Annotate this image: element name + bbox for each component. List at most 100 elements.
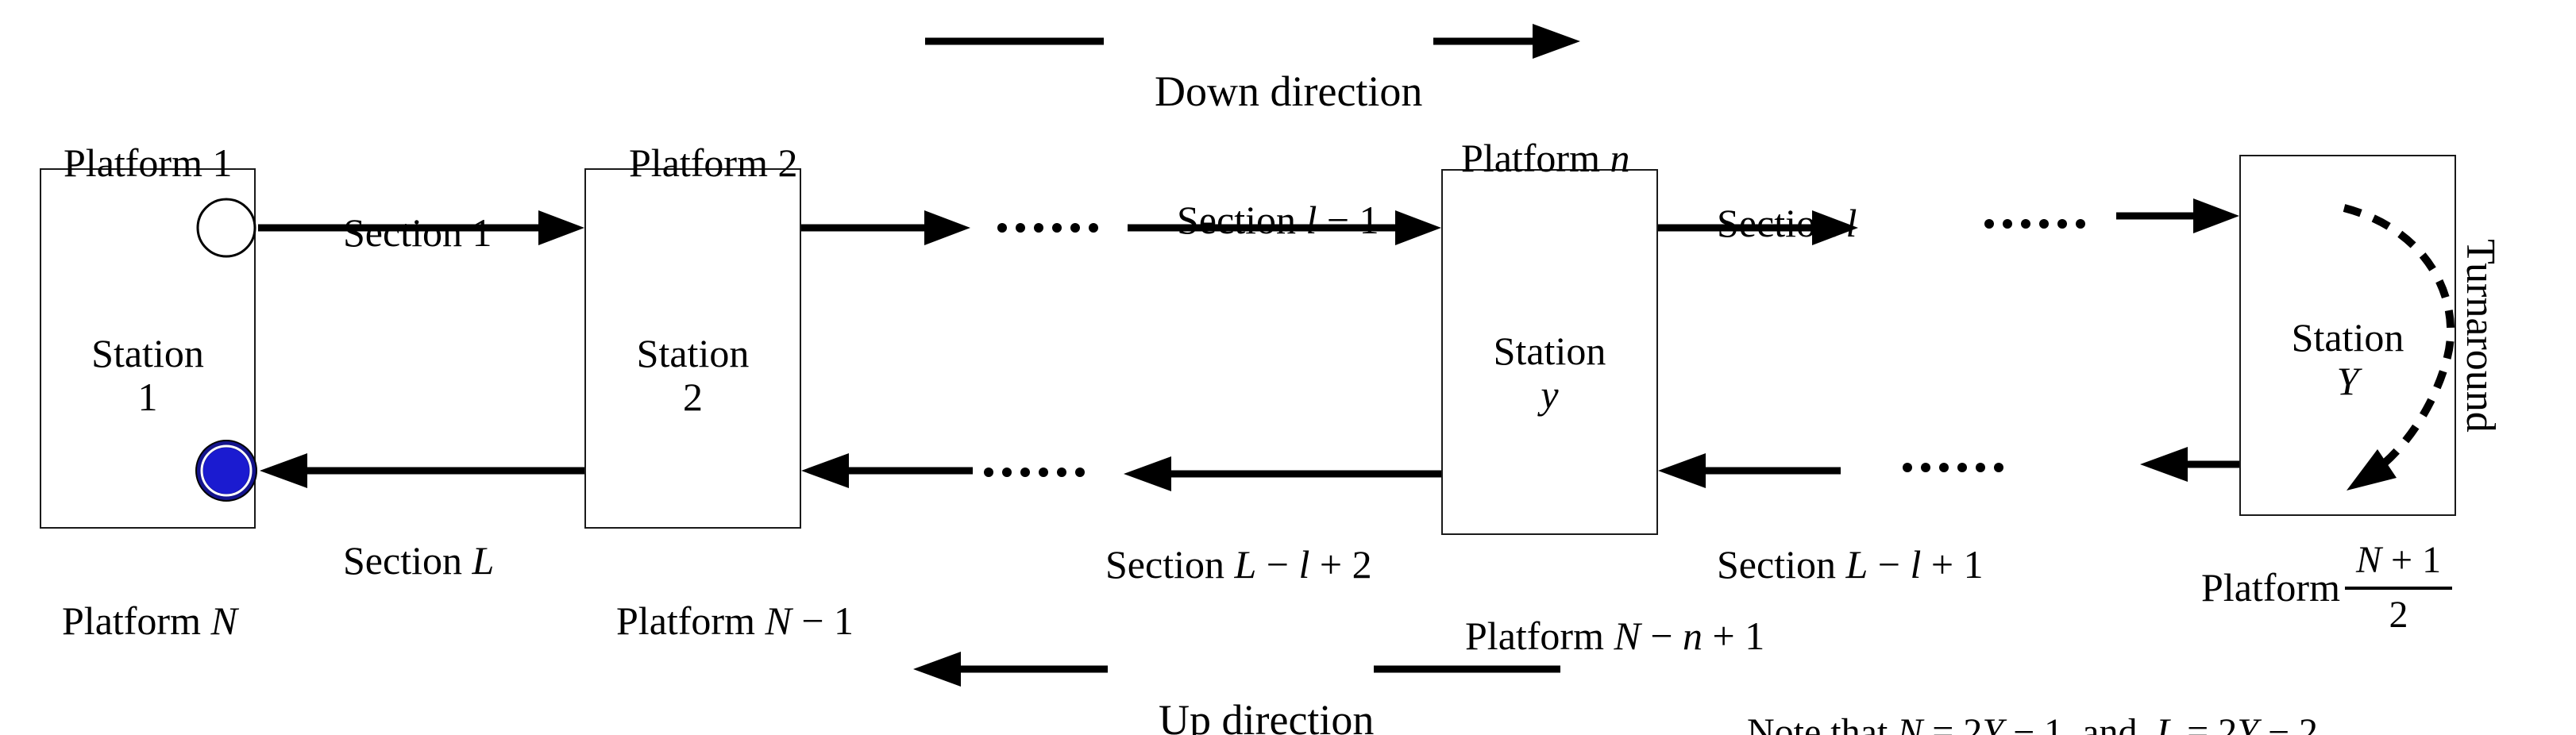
station-number: 1 bbox=[137, 375, 158, 419]
label-run: Section bbox=[1717, 200, 1846, 245]
label-run: − bbox=[1256, 541, 1299, 587]
label-run: Platform bbox=[616, 598, 765, 643]
station-word: Station bbox=[1493, 329, 1606, 373]
label-run: Platform 1 bbox=[64, 140, 233, 185]
label-var: N bbox=[765, 598, 792, 643]
label-var: N bbox=[2355, 539, 2381, 581]
note-text: Note that N = 2Y − 1 and L = 2Y − 2 bbox=[1709, 667, 2318, 735]
label-run: = 2 bbox=[1922, 711, 1983, 735]
station-number: y bbox=[1541, 372, 1559, 417]
label-run: − 1 bbox=[791, 598, 854, 643]
up-direction-label: Up direction bbox=[1116, 646, 1374, 735]
station-number: Y bbox=[2336, 359, 2359, 403]
station-number: 2 bbox=[683, 375, 703, 419]
label-var: l bbox=[1845, 200, 1857, 245]
label-var: L bbox=[1234, 541, 1257, 587]
station-word: Station bbox=[636, 331, 750, 375]
label-run: Platform bbox=[2201, 565, 2340, 610]
label-var: Y bbox=[1982, 711, 2004, 735]
down-arrow-section-l bbox=[1658, 210, 1858, 245]
label-run: Platform bbox=[1465, 613, 1614, 658]
up-arrow-section-L-l-1 bbox=[1658, 453, 1841, 488]
platform-label-top-1: Platform 1 bbox=[24, 100, 232, 225]
ellipsis-dots-up-left bbox=[984, 468, 1085, 477]
down-arrow-section-1 bbox=[258, 210, 584, 245]
station-box-y bbox=[1441, 169, 1658, 535]
section-label-up-L-l-1: Section L − l + 1 bbox=[1677, 502, 1984, 627]
down-arrow-section-l-minus-1 bbox=[1128, 210, 1441, 245]
label-var: n bbox=[1683, 613, 1703, 658]
turnaround-label: Turnaround bbox=[2410, 198, 2551, 460]
label-var: l bbox=[1910, 541, 1922, 587]
label-var: L bbox=[2156, 711, 2178, 735]
section-label-up-L: Section L bbox=[303, 498, 494, 623]
turnaround-text: Turnaround bbox=[2458, 239, 2503, 433]
down-arrow-after-station-2 bbox=[801, 210, 970, 245]
up-arrow-into-station-2 bbox=[801, 453, 973, 488]
down-direction-label: Down direction bbox=[1112, 17, 1422, 165]
label-run: Platform 2 bbox=[629, 140, 798, 185]
platform-label-top-2: Platform 2 bbox=[589, 100, 797, 225]
ellipsis-dots-down-left bbox=[997, 223, 1098, 233]
label-run: Platform bbox=[62, 598, 211, 643]
label-var: n bbox=[1610, 135, 1630, 180]
label-run: − bbox=[1868, 541, 1911, 587]
label-run: Section bbox=[343, 537, 472, 583]
label-run: + 2 bbox=[1309, 541, 1372, 587]
label-run: − 2 bbox=[2258, 711, 2319, 735]
label-var: l bbox=[1298, 541, 1310, 587]
label-var: L bbox=[1845, 541, 1868, 587]
platform-label-bottom-N-n-1: Platform N − n + 1 bbox=[1425, 573, 1764, 698]
down-direction-banner-arrow-icon bbox=[925, 24, 1580, 59]
ellipsis-dots-up-right bbox=[1903, 463, 2003, 472]
station-box-2 bbox=[584, 168, 801, 529]
up-direction-banner-arrow-icon bbox=[913, 652, 1560, 687]
section-label-up-L-l-2: Section L − l + 2 bbox=[1066, 502, 1372, 627]
label-var: N bbox=[1614, 613, 1641, 658]
label-run: − 1 and bbox=[2003, 711, 2157, 735]
label-run: Section bbox=[1177, 197, 1306, 242]
station-name-Y: Station Y bbox=[2239, 316, 2456, 403]
label-run: Section 1 bbox=[343, 210, 492, 255]
fraction-denominator: 2 bbox=[2389, 594, 2408, 636]
fraction-numerator: N + 1 bbox=[2344, 538, 2453, 590]
up-arrow-section-L-l-2 bbox=[1124, 456, 1441, 491]
label-run: − bbox=[1640, 613, 1683, 658]
section-label-down-l: Section l bbox=[1677, 160, 1857, 286]
white-train-marker bbox=[196, 198, 256, 258]
label-run: = 2 bbox=[2177, 711, 2238, 735]
blue-train-marker bbox=[195, 440, 257, 502]
platform-label-top-n: Platform n bbox=[1421, 95, 1629, 221]
up-direction-text: Up direction bbox=[1159, 696, 1375, 735]
station-name-1: Station 1 bbox=[40, 332, 256, 419]
platform-label-bottom-fraction: Platform N + 1 2 bbox=[2201, 538, 2453, 637]
up-arrow-out-of-station-Y bbox=[2140, 447, 2239, 482]
label-run: − 1 bbox=[1317, 197, 1379, 242]
label-var: l bbox=[1305, 197, 1317, 242]
station-name-2: Station 2 bbox=[584, 332, 801, 419]
down-direction-text: Down direction bbox=[1155, 67, 1423, 115]
label-run: Platform bbox=[1461, 135, 1610, 180]
station-box-Y bbox=[2239, 155, 2456, 516]
station-name-y: Station y bbox=[1441, 329, 1658, 417]
platform-label-bottom-N: Platform N bbox=[22, 558, 237, 683]
section-label-down-l-minus-1: Section l − 1 bbox=[1137, 157, 1379, 283]
label-var: N bbox=[210, 598, 237, 643]
label-var: N bbox=[1897, 711, 1923, 735]
down-arrow-into-station-Y bbox=[2116, 198, 2239, 233]
label-run: + 1 bbox=[2381, 539, 2442, 581]
fraction: N + 1 2 bbox=[2344, 538, 2453, 637]
station-word: Station bbox=[91, 331, 204, 375]
label-run: + 1 bbox=[1703, 613, 1765, 658]
platform-label-bottom-N-1: Platform N − 1 bbox=[577, 558, 854, 683]
station-word: Station bbox=[2291, 315, 2404, 360]
turnaround-arrow-icon bbox=[2343, 204, 2455, 491]
label-run: Note that bbox=[1747, 711, 1898, 735]
section-label-down-1: Section 1 bbox=[303, 170, 492, 295]
label-run: Section bbox=[1105, 541, 1235, 587]
label-run: + 1 bbox=[1921, 541, 1984, 587]
label-run: Section bbox=[1717, 541, 1846, 587]
label-var: L bbox=[472, 537, 495, 583]
